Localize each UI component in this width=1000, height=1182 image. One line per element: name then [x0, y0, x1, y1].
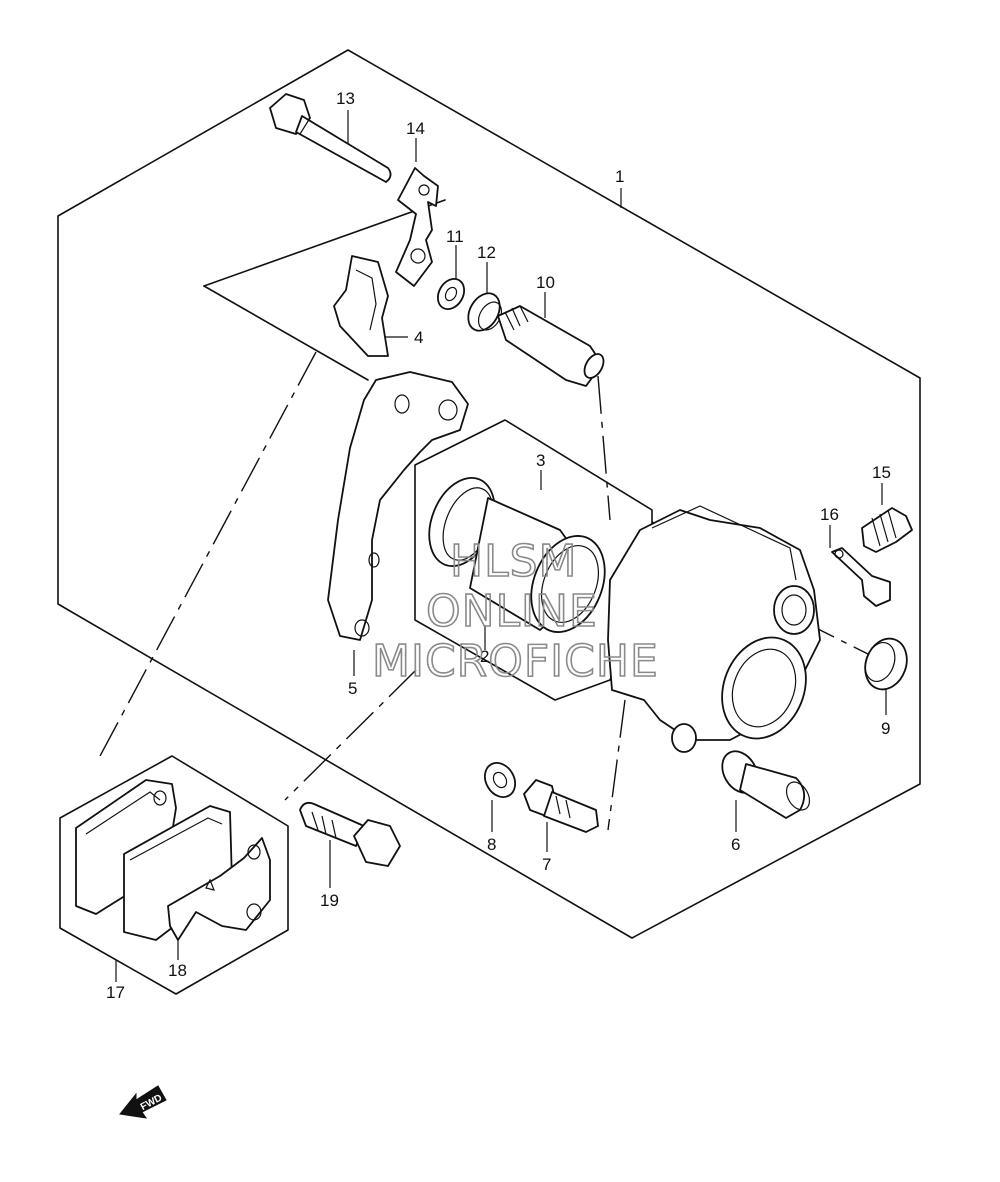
watermark-line-1: HLSM — [450, 536, 578, 587]
part-6-pin — [721, 750, 811, 819]
callout-8: 8 — [487, 835, 496, 854]
leader-lines — [99, 110, 887, 982]
group-outline-1 — [57, 49, 921, 939]
part-16-bleeder-cap — [831, 547, 891, 607]
callout-7: 7 — [542, 855, 551, 874]
callout-14: 14 — [406, 119, 425, 138]
part-8-washer — [484, 762, 516, 798]
callout-3: 3 — [536, 451, 545, 470]
group-outline-4 — [203, 199, 446, 381]
part-18-shim — [167, 837, 271, 941]
part-1-caliper-body — [607, 505, 821, 753]
callout-6: 6 — [731, 835, 740, 854]
part-5-bracket — [327, 371, 469, 641]
callout-16: 16 — [820, 505, 839, 524]
fwd-arrow-icon: FWD — [119, 1085, 167, 1119]
part-7-bolt — [523, 779, 599, 833]
part-13-bolt — [269, 93, 392, 183]
callout-17: 17 — [106, 983, 125, 1002]
part-11-washer — [436, 278, 466, 310]
callout-4: 4 — [414, 328, 423, 347]
part-10-pin — [497, 305, 605, 387]
callout-11: 11 — [446, 227, 464, 246]
part-19-bolt — [299, 801, 401, 867]
callout-2: 2 — [480, 647, 489, 666]
callout-12: 12 — [477, 243, 496, 262]
callout-9: 9 — [881, 719, 890, 738]
part-9-plug — [864, 637, 908, 691]
callout-1: 1 — [615, 167, 624, 186]
callout-15: 15 — [872, 463, 891, 482]
callout-labels: 1 2 3 4 5 6 7 8 9 10 11 12 13 14 15 16 1… — [106, 89, 891, 1002]
watermark: HLSM ONLINE MICROFICHE — [371, 535, 659, 688]
part-14-lock-plate — [395, 167, 439, 287]
callout-13: 13 — [336, 89, 355, 108]
callout-10: 10 — [536, 273, 555, 292]
watermark-line-2: ONLINE — [426, 586, 598, 637]
part-12-boot — [467, 292, 503, 332]
callout-5: 5 — [348, 679, 357, 698]
part-15-bleeder — [861, 507, 913, 553]
callout-18: 18 — [168, 961, 187, 980]
group-outline-17 — [59, 755, 289, 995]
part-2-piston — [428, 476, 606, 633]
callout-19: 19 — [320, 891, 339, 910]
watermark-line-3: MICROFICHE — [372, 636, 659, 687]
part-4-pad-spring — [333, 255, 389, 357]
